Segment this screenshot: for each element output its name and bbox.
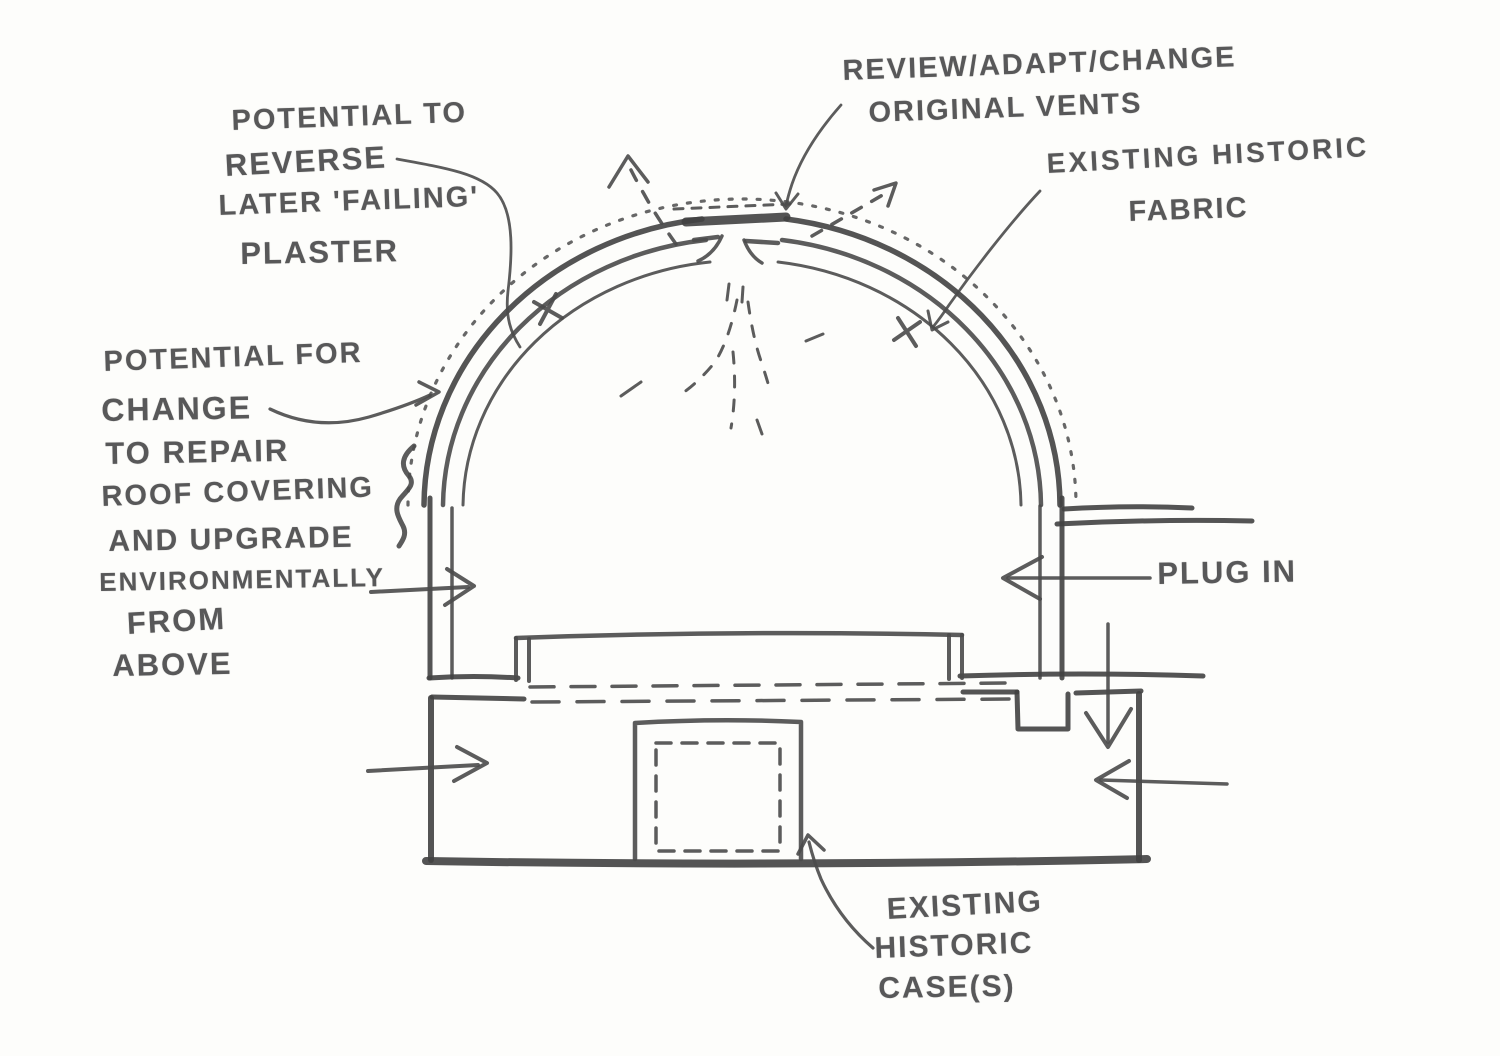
dome-outer-arc-right	[783, 216, 1063, 508]
leader-fabric-note-head	[926, 309, 950, 332]
roof-line-right-upper	[1061, 504, 1195, 512]
dome-outer-arc-left	[421, 216, 705, 508]
vent-cap	[681, 212, 791, 227]
env-arrow-right-lower-head	[1094, 759, 1131, 800]
dome-inner-arc-right	[776, 260, 1023, 507]
annotation-fabric-line-2: FABRIC	[1128, 191, 1249, 228]
env-arrow-left-upper-head	[443, 567, 476, 607]
airflow-down-center-branch	[729, 350, 737, 430]
roof-line-right-lower	[1054, 517, 1255, 527]
leader-roof-note-head	[414, 380, 441, 407]
annotation-case-line-2: HISTORIC	[874, 926, 1034, 965]
vent-cap-dashes	[672, 202, 792, 211]
base-floor	[422, 855, 1151, 868]
annotation-roof-line-7: FROM	[126, 600, 227, 641]
airflow-arrow-up-left-tail	[629, 168, 678, 246]
platform-left-edge	[514, 636, 531, 683]
airflow-stray-dashes	[619, 332, 825, 436]
annotation-plug-in: PLUG IN	[1157, 553, 1298, 591]
leader-case-note	[807, 840, 875, 950]
env-arrow-left-upper-shaft	[369, 585, 470, 594]
floor-slab-left-bottom	[429, 694, 527, 702]
plaster-joint-left	[532, 292, 564, 326]
leader-vents-note	[784, 103, 843, 208]
floor-slab-notch	[1014, 689, 1071, 732]
airflow-down-right-branch	[746, 300, 773, 396]
leader-roof-note	[268, 393, 432, 425]
leader-vents-note-head	[774, 191, 800, 211]
dome-inner-arc-left	[461, 260, 712, 507]
vent-throat-left-ledge	[691, 234, 721, 243]
leader-fabric-note	[931, 189, 1042, 329]
annotation-roof-line-8: ABOVE	[112, 645, 233, 683]
airflow-arrow-up-left-head	[607, 154, 650, 189]
floor-dashed-line-top	[528, 681, 1012, 689]
airflow-down-left-branch	[678, 298, 739, 397]
annotation-roof-line-2: CHANGE	[101, 389, 253, 428]
plug-in-arrow-head	[1001, 555, 1044, 601]
dome-mid-arc-left	[440, 237, 709, 508]
down-arrow-head	[1084, 707, 1133, 749]
failing-plaster-squiggle	[394, 443, 417, 549]
annotation-roof-line-3: TO REPAIR	[105, 432, 290, 471]
case-dashed-inner-outline	[654, 741, 782, 853]
dome-mid-arc-right	[779, 237, 1044, 508]
airflow-arrow-up-right-tail	[810, 191, 888, 238]
case-outline	[632, 717, 804, 862]
env-arrow-left-lower-shaft	[366, 763, 480, 773]
dome-dotted-outline	[406, 197, 1078, 507]
leader-plaster-note	[395, 157, 522, 349]
annotation-roof-line-6: ENVIRONMENTALLY	[99, 562, 386, 597]
floor-dashed-line-bottom	[530, 697, 1016, 704]
vent-throat-right-curve	[742, 238, 764, 265]
floor-slab-right-top	[957, 671, 1206, 679]
vent-throat-right-ledge	[743, 238, 781, 246]
platform-top	[513, 630, 965, 641]
env-arrow-left-lower-head	[452, 745, 489, 783]
vent-inner-dashes	[725, 282, 745, 304]
annotation-plaster-line-4: PLASTER	[240, 233, 400, 271]
platform-right-edge	[947, 633, 964, 681]
env-arrow-right-lower-shaft	[1099, 778, 1229, 786]
vent-throat-left-curve	[696, 234, 724, 263]
annotation-case-line-3: CASE(S)	[878, 969, 1016, 1005]
floor-slab-left-top	[426, 674, 521, 681]
leader-case-note-head	[796, 833, 826, 856]
annotation-roof-line-5: AND UPGRADE	[108, 520, 354, 558]
plaster-joint-right	[892, 316, 922, 348]
airflow-arrow-up-right-head	[872, 181, 898, 208]
